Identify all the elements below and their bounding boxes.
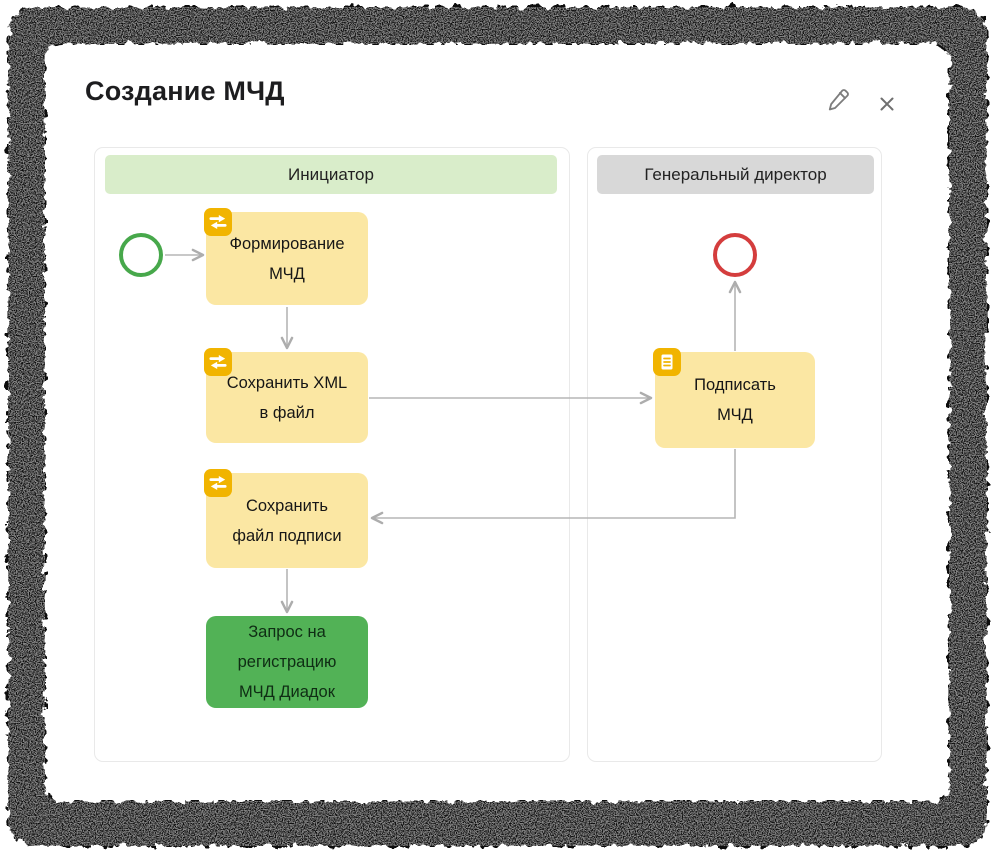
swap-arrows-icon — [204, 208, 232, 236]
create-mchd-dialog: Создание МЧД Инициатор Генеральный дирек… — [48, 45, 946, 800]
task-label: Запрос на регистрацию МЧД Диадок — [237, 623, 337, 701]
lane-initiator-header: Инициатор — [105, 155, 557, 194]
swap-arrows-icon — [204, 348, 232, 376]
edit-button[interactable] — [823, 85, 853, 115]
task-sign-mchd[interactable]: Подписать МЧД — [653, 348, 815, 448]
task-register-request[interactable]: Запрос на регистрацию МЧД Диадок — [206, 616, 368, 708]
lane-director-header: Генеральный директор — [597, 155, 874, 194]
end-event-circle[interactable] — [713, 233, 757, 277]
start-event-circle[interactable] — [119, 233, 163, 277]
task-save-xml[interactable]: Сохранить XML в файл — [204, 348, 368, 443]
document-icon — [653, 348, 681, 376]
lane-initiator-label: Инициатор — [288, 164, 374, 184]
pencil-icon — [825, 87, 851, 113]
task-label: Формирование МЧД — [229, 234, 345, 283]
task-label: Сохранить файл подписи — [232, 496, 342, 545]
task-label: Сохранить XML в файл — [226, 373, 348, 422]
task-form-mchd[interactable]: Формирование МЧД — [204, 208, 368, 305]
task-save-signature-file[interactable]: Сохранить файл подписи — [204, 469, 368, 568]
swap-arrows-icon — [204, 469, 232, 497]
close-button[interactable] — [872, 89, 902, 119]
page-title: Создание МЧД — [85, 76, 285, 106]
task-label: Подписать МЧД — [694, 376, 776, 424]
close-icon — [877, 94, 897, 114]
lane-director-label: Генеральный директор — [644, 164, 827, 184]
